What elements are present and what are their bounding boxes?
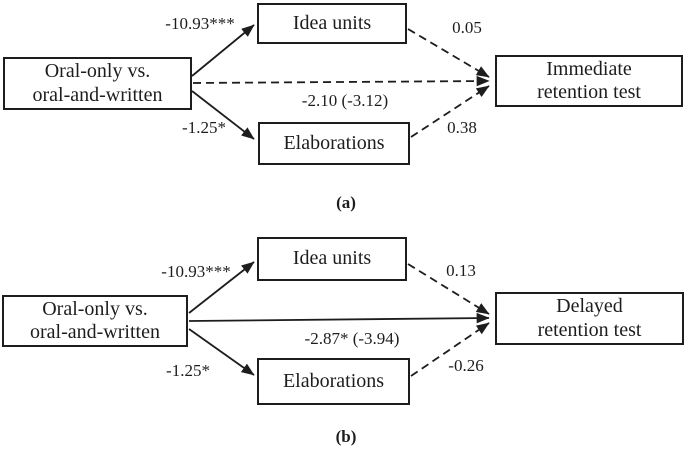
panel-b-coef-elaborations-to-outcome: -0.26: [448, 356, 484, 375]
panel-b-idea-units-label: Idea units: [292, 247, 372, 270]
panel-b-coef-to-idea-units: -10.93***: [161, 262, 231, 281]
panel-a-coef-to-elaborations: -1.25*: [182, 118, 226, 137]
panel-a-arrow-idea-units-to-outcome-dashed: [407, 28, 490, 78]
panel-b-predictor-box: Oral-only vs. oral-and-written: [2, 295, 188, 347]
panel-b-coef-direct-effect: -2.87* (-3.94): [304, 329, 400, 348]
panel-b-caption: (b): [335, 427, 357, 446]
panel-a-predictor-label-line2: oral-and-written: [32, 83, 163, 106]
panel-b-elaborations-label: Elaborations: [282, 369, 385, 392]
panel-b-arrow-elaborations-to-outcome-dashed: [410, 322, 490, 377]
panel-a-outcome-label-line2: retention test: [537, 81, 641, 103]
panel-b-outcome-label-line1: Delayed: [556, 295, 623, 318]
panel-b-outcome-box: Delayed retention test: [495, 292, 684, 345]
panel-a-idea-units-box: Idea units: [257, 3, 407, 44]
panel-a-elaborations-label: Elaborations: [283, 131, 385, 154]
panel-a-outcome-label-line1: Immediate: [546, 57, 632, 80]
panel-a-coef-idea-units-to-outcome: 0.05: [452, 18, 482, 37]
panel-a-outcome-box: Immediate retention test: [495, 55, 683, 107]
panel-b-arrow-idea-units-to-outcome-dashed: [407, 263, 490, 315]
panel-a-arrow-direct-effect-dashed: [192, 75, 490, 87]
panel-b-coef-idea-units-to-outcome: 0.13: [446, 261, 476, 280]
panel-b-arrow-direct-effect-solid: [188, 312, 490, 324]
panel-b-arrow-predictor-to-elaborations: [188, 328, 255, 376]
panel-a-arrow-predictor-to-idea-units: [191, 24, 255, 77]
panel-a-arrow-elaborations-to-outcome-dashed: [410, 85, 490, 138]
panel-a-elaborations-box: Elaborations: [258, 122, 410, 165]
panel-b-coef-to-elaborations: -1.25*: [166, 361, 210, 380]
panel-a-coef-direct-effect: -2.10 (-3.12): [301, 91, 389, 110]
panel-b-arrow-predictor-to-idea-units: [188, 261, 255, 314]
panel-b-predictor-label-line1: Oral-only vs.: [42, 297, 148, 320]
panel-a-idea-units-label: Idea units: [292, 11, 372, 34]
panel-b-elaborations-box: Elaborations: [257, 358, 410, 405]
panel-a-coef-elaborations-to-outcome: 0.38: [447, 118, 477, 137]
panel-a-predictor-label-line1: Oral-only vs.: [44, 60, 151, 83]
panel-a-coef-to-idea-units: -10.93***: [165, 14, 235, 33]
panel-a-predictor-box: Oral-only vs. oral-and-written: [3, 57, 192, 110]
panel-b-predictor-label-line2: oral-and-written: [30, 321, 160, 343]
panel-a-caption: (a): [336, 193, 356, 212]
panel-a-arrow-predictor-to-elaborations: [191, 90, 255, 140]
panel-b-outcome-label-line2: retention test: [537, 318, 642, 341]
panel-b-idea-units-box: Idea units: [257, 237, 407, 281]
